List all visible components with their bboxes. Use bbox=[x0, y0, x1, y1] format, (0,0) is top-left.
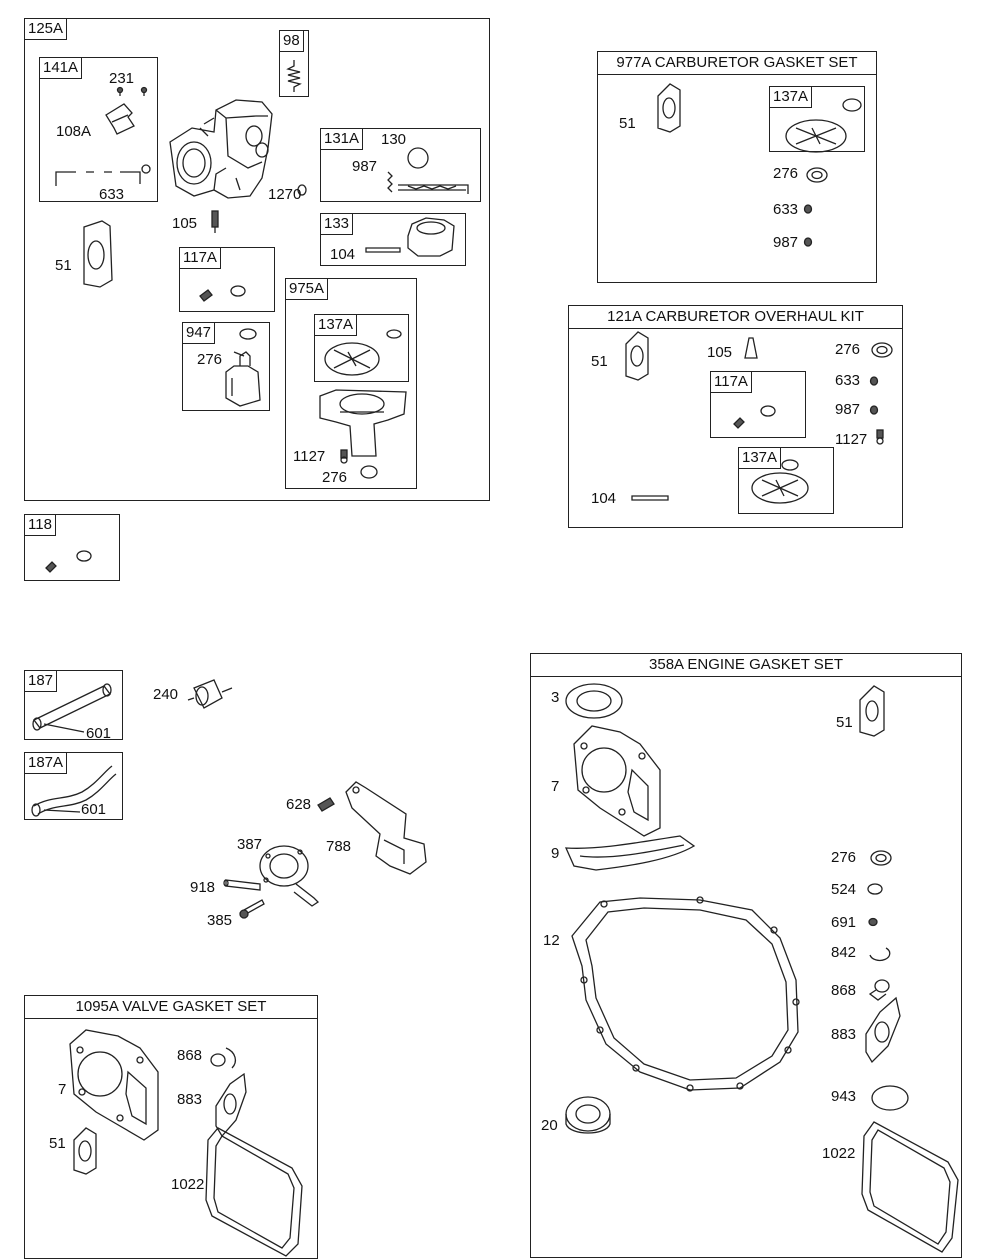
callout-883: 883 bbox=[831, 1026, 857, 1043]
diaphragm-box bbox=[314, 314, 409, 382]
box-label-141a: 141A bbox=[39, 57, 83, 79]
box-label-137a-121: 137A bbox=[738, 447, 782, 469]
callout-387: 387 bbox=[237, 836, 263, 853]
screw-icon bbox=[239, 899, 265, 919]
callout-231: 231 bbox=[109, 70, 135, 87]
fuel-pump-icon bbox=[259, 845, 320, 907]
fuel-line-box bbox=[24, 670, 123, 740]
callout-130: 130 bbox=[381, 131, 407, 148]
callout-601: 601 bbox=[81, 801, 107, 818]
valve-gasket-set-box: 1095A VALVE GASKET SET bbox=[24, 995, 318, 1259]
box-label-947: 947 bbox=[182, 322, 216, 344]
callout-601: 601 bbox=[86, 725, 112, 742]
screw-washer-box bbox=[24, 514, 120, 581]
box-label-117a: 117A bbox=[179, 247, 221, 269]
box-label-131a: 131A bbox=[320, 128, 364, 150]
engine-gasket-set-box: 358A ENGINE GASKET SET bbox=[530, 653, 962, 1258]
callout-51: 51 bbox=[591, 353, 608, 370]
callout-276: 276 bbox=[197, 351, 223, 368]
callout-276: 276 bbox=[322, 469, 348, 486]
carburetor-overhaul-kit-box: 121A CARBURETOR OVERHAUL KIT bbox=[568, 305, 903, 528]
callout-918: 918 bbox=[190, 879, 216, 896]
callout-943: 943 bbox=[831, 1088, 857, 1105]
float-box bbox=[320, 213, 466, 266]
engine-gasket-set-title: 358A ENGINE GASKET SET bbox=[531, 654, 961, 677]
callout-51: 51 bbox=[55, 257, 72, 274]
box-label-975a: 975A bbox=[285, 278, 329, 300]
callout-524: 524 bbox=[831, 881, 857, 898]
fuel-line-bent-box bbox=[24, 752, 123, 820]
callout-51: 51 bbox=[619, 115, 636, 132]
callout-1127: 1127 bbox=[835, 431, 868, 448]
callout-868: 868 bbox=[177, 1047, 203, 1064]
callout-385: 385 bbox=[207, 912, 233, 929]
box-label-117a-121: 117A bbox=[710, 371, 752, 393]
callout-1127: 1127 bbox=[293, 448, 326, 465]
callout-691: 691 bbox=[831, 914, 857, 931]
callout-7: 7 bbox=[551, 778, 560, 795]
choke-linkage-box bbox=[39, 57, 158, 202]
callout-51: 51 bbox=[49, 1135, 66, 1152]
valve-gasket-set-title: 1095A VALVE GASKET SET bbox=[25, 996, 317, 1019]
carburetor-assembly-box bbox=[24, 18, 490, 501]
callout-7: 7 bbox=[58, 1081, 67, 1098]
box-label-133: 133 bbox=[320, 213, 354, 235]
callout-788: 788 bbox=[326, 838, 352, 855]
callout-987: 987 bbox=[352, 158, 378, 175]
carburetor-gasket-set-box: 977A CARBURETOR GASKET SET bbox=[597, 51, 877, 283]
carburetor-overhaul-kit-title: 121A CARBURETOR OVERHAUL KIT bbox=[569, 306, 902, 329]
callout-633: 633 bbox=[835, 372, 861, 389]
callout-9: 9 bbox=[551, 845, 560, 862]
screw-kit-box-121 bbox=[710, 371, 806, 438]
callout-987: 987 bbox=[773, 234, 799, 251]
callout-104: 104 bbox=[591, 490, 617, 507]
box-label-98: 98 bbox=[279, 30, 304, 52]
callout-276: 276 bbox=[773, 165, 799, 182]
callout-20: 20 bbox=[541, 1117, 558, 1134]
bracket-icon bbox=[345, 781, 427, 875]
callout-276: 276 bbox=[831, 849, 857, 866]
diaphragm-box-121 bbox=[738, 447, 834, 514]
pin-icon bbox=[223, 879, 261, 891]
callout-3: 3 bbox=[551, 689, 560, 706]
callout-104: 104 bbox=[330, 246, 356, 263]
callout-108a: 108A bbox=[56, 123, 92, 140]
callout-1022: 1022 bbox=[822, 1145, 856, 1162]
box-label-125a: 125A bbox=[24, 18, 68, 40]
callout-842: 842 bbox=[831, 944, 857, 961]
callout-240: 240 bbox=[153, 686, 179, 703]
callout-105: 105 bbox=[707, 344, 733, 361]
carburetor-gasket-set-title: 977A CARBURETOR GASKET SET bbox=[598, 52, 876, 75]
float-shaft-box bbox=[320, 128, 481, 202]
box-label-137a: 137A bbox=[314, 314, 358, 336]
callout-105: 105 bbox=[172, 215, 198, 232]
box-label-137a-977: 137A bbox=[769, 86, 813, 108]
screw-kit-box bbox=[179, 247, 275, 312]
box-label-118: 118 bbox=[24, 514, 56, 536]
box-label-187: 187 bbox=[24, 670, 58, 692]
callout-51: 51 bbox=[836, 714, 853, 731]
callout-633: 633 bbox=[99, 186, 125, 203]
solenoid-box bbox=[182, 322, 270, 411]
screw-icon bbox=[317, 797, 335, 812]
fuel-bowl-box bbox=[285, 278, 417, 489]
callout-868: 868 bbox=[831, 982, 857, 999]
callout-633: 633 bbox=[773, 201, 799, 218]
callout-1022: 1022 bbox=[171, 1176, 205, 1193]
box-label-187a: 187A bbox=[24, 752, 68, 774]
callout-276: 276 bbox=[835, 341, 861, 358]
callout-987: 987 bbox=[835, 401, 861, 418]
callout-12: 12 bbox=[543, 932, 560, 949]
fuel-filter-icon bbox=[187, 679, 233, 709]
callout-1270: 1270 bbox=[268, 186, 302, 203]
callout-628: 628 bbox=[286, 796, 312, 813]
callout-883: 883 bbox=[177, 1091, 203, 1108]
